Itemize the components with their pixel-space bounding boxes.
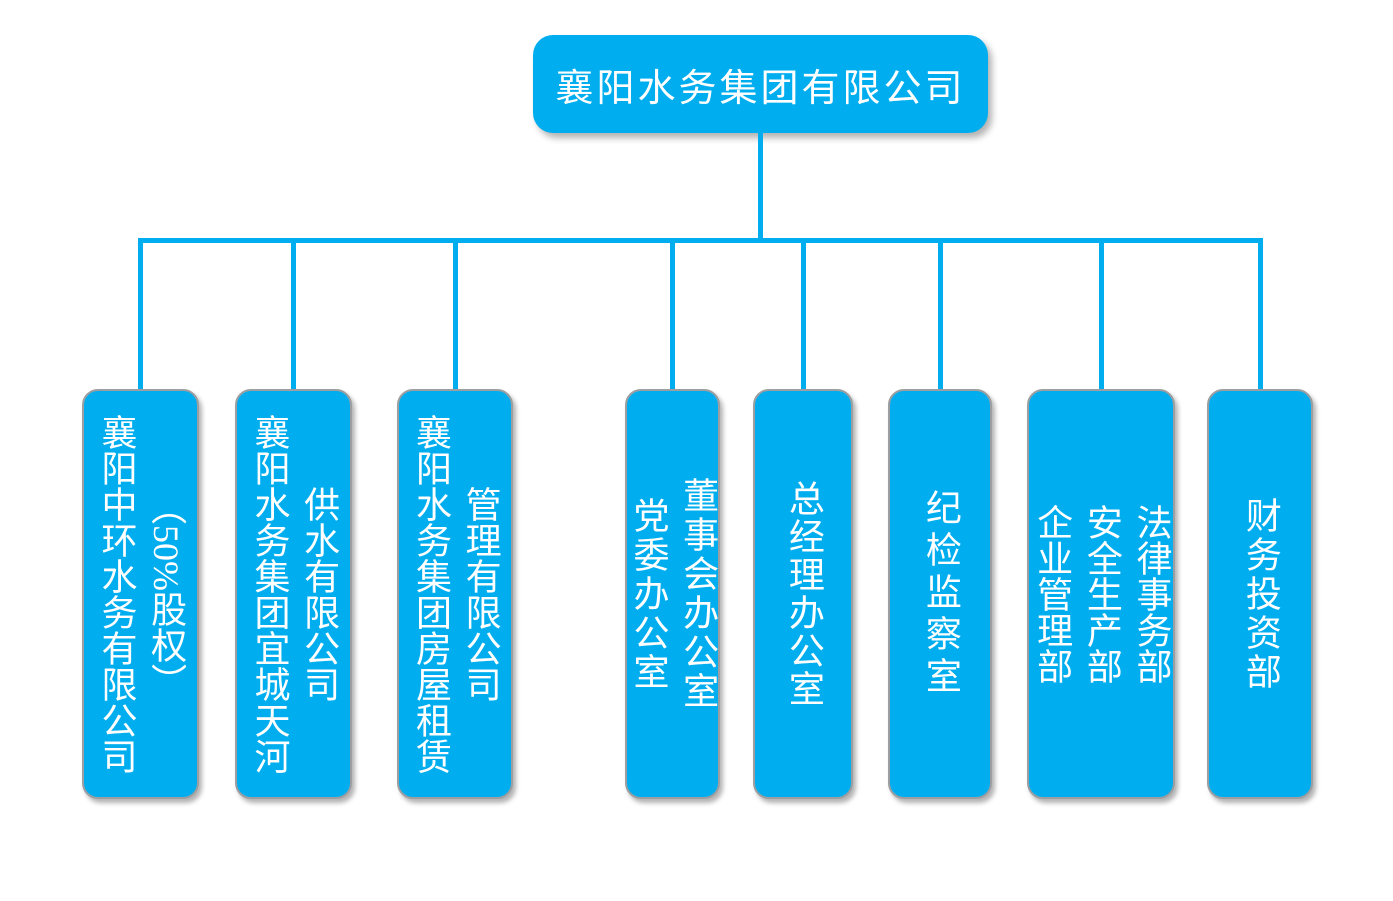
horizontal-bus-line [138, 238, 1263, 243]
org-node-label: 纪检监察室 [920, 489, 961, 699]
branch-drop-line-3 [452, 238, 458, 391]
org-node-enterprise-safety-legal-departments: 企业管理部 安全生产部 法律事务部 [1027, 389, 1175, 799]
org-node-label: 总经理办公室 [783, 480, 824, 708]
org-node-party-committee-and-board-office: 党委办公室 董事会办公室 [625, 389, 720, 799]
branch-drop-line-5 [800, 238, 806, 391]
branch-drop-line-6 [937, 238, 943, 391]
org-root-node: 襄阳水务集团有限公司 [533, 35, 988, 133]
org-node-label: 襄阳水务集团房屋租赁 管理有限公司 [411, 414, 501, 774]
org-node-housing-rental-management-company: 襄阳水务集团房屋租赁 管理有限公司 [397, 389, 513, 799]
branch-drop-line-8 [1257, 238, 1263, 391]
org-node-finance-investment-department: 财务投资部 [1207, 389, 1313, 799]
org-node-label: 襄阳水务集团宜城天河 供水有限公司 [249, 414, 340, 774]
org-node-label: 企业管理部 安全生产部 法律事务部 [1032, 504, 1172, 684]
org-node-label: 财务投资部 [1240, 496, 1281, 692]
branch-drop-line-2 [291, 238, 296, 391]
root-stem-line [757, 133, 763, 243]
branch-drop-line-4 [670, 238, 675, 391]
org-node-yicheng-tianhe-water-supply-company: 襄阳水务集团宜城天河 供水有限公司 [235, 389, 352, 799]
org-node-discipline-inspection-office: 纪检监察室 [888, 389, 992, 799]
branch-drop-line-1 [138, 238, 143, 391]
org-node-label: 党委办公室 董事会办公室 [628, 477, 719, 711]
org-root-label: 襄阳水务集团有限公司 [555, 67, 966, 110]
org-node-general-manager-office: 总经理办公室 [753, 389, 853, 799]
branch-drop-line-7 [1098, 238, 1104, 391]
org-node-xiangyang-zhonghuan-water-company: 襄阳中环水务有限公司 （50%股权） [82, 389, 199, 799]
org-node-label: 襄阳中环水务有限公司 （50%股权） [96, 414, 187, 774]
